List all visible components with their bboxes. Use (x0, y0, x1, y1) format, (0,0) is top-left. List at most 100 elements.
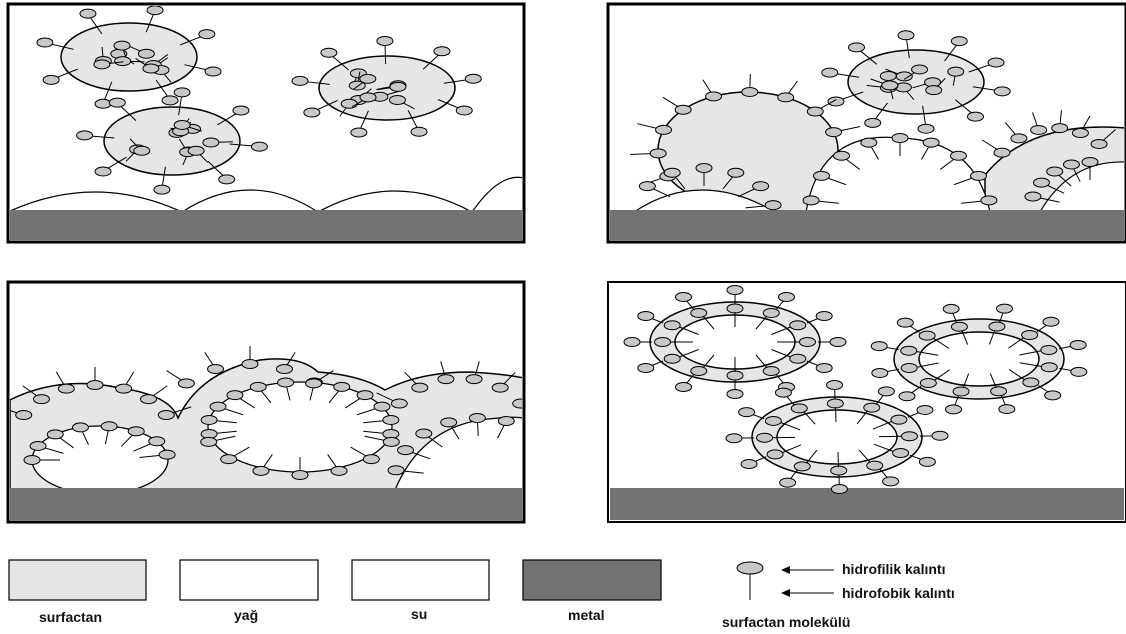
legend-swatch-water (351, 559, 490, 601)
panel-2-oil-droplets (632, 136, 1124, 213)
surfactant-tail (972, 86, 997, 91)
surfactant-head (916, 404, 934, 415)
legend-label-metal: metal (568, 607, 605, 623)
surfactant-head (870, 341, 888, 352)
legend-label-surfactant-molecule: surfactan molekülü (722, 614, 851, 630)
surfactant-head (863, 402, 881, 413)
surfactant-head (46, 429, 64, 440)
micelle-oil-core (776, 409, 898, 465)
surfactant-head (799, 337, 816, 347)
surfactant-head (789, 320, 807, 331)
surfactant-head (1042, 316, 1060, 327)
surfactant-tail (217, 113, 237, 126)
surfactant-head (220, 454, 238, 465)
legend-swatch-metal (522, 559, 662, 601)
surfactant-head (23, 455, 41, 465)
surfactant-tail (961, 329, 969, 345)
surfactant-head (93, 59, 111, 70)
surfactant-head (789, 353, 807, 364)
surfactant-tail (120, 106, 137, 121)
surfactant-tail (305, 81, 330, 85)
surfactant-head (806, 106, 824, 117)
surfactant-head (303, 107, 321, 118)
panel-4-frame (607, 281, 1126, 523)
surfactant-tail (933, 369, 950, 381)
surfactant-head (762, 366, 780, 377)
surfactant-head (218, 174, 236, 185)
legend-label-surfactant: surfactan (39, 609, 103, 625)
surfactant-micelle (36, 6, 222, 109)
panel-4-metal (610, 488, 1124, 520)
surfactant-head (762, 307, 780, 318)
surfactant-head (1010, 133, 1028, 144)
surfactant-head (882, 476, 900, 487)
surfactant-head (241, 359, 259, 369)
surfactant-head (638, 181, 656, 192)
surfactant-head (1040, 362, 1058, 373)
surfactant-head (674, 104, 692, 115)
surfactant-head (727, 167, 745, 178)
surfactant-head (362, 454, 380, 465)
surfactant-head (821, 67, 839, 78)
surfactant-head (995, 303, 1013, 314)
surfactant-tail (360, 110, 369, 129)
surfactant-head (925, 85, 943, 96)
surfactant-head (333, 381, 351, 392)
surfactant-head (200, 414, 218, 425)
surfactant-head (252, 465, 270, 476)
surfactant-head (726, 389, 744, 399)
surfactant-head (440, 417, 458, 428)
surfactant-head (988, 321, 1006, 332)
surfactant-head (900, 431, 918, 442)
surfactant-head (1030, 125, 1048, 136)
surfactant-head (766, 449, 784, 460)
surfactant-head (998, 404, 1016, 415)
surfactant-tail (1019, 362, 1042, 367)
surfactant-head (725, 433, 743, 444)
surfactant-tail (180, 36, 202, 46)
surfactant-tail (679, 349, 699, 358)
surfactant-head (830, 465, 848, 476)
surfactant-head (376, 36, 394, 47)
surfactant-head (826, 380, 844, 391)
surfactant-head (663, 353, 681, 364)
surfactant-head (305, 378, 323, 389)
surfactant-tail (916, 351, 939, 356)
surfactant-head (207, 364, 225, 375)
surfactant-head (232, 105, 250, 116)
surfactant-tail (229, 143, 254, 147)
surfactant-head (637, 311, 655, 321)
surfactant-head (226, 390, 244, 401)
surfactant-head (917, 123, 935, 134)
surfactant-head (249, 381, 267, 392)
surfactant-tail (875, 102, 888, 119)
surfactant-head (1070, 366, 1088, 377)
surfactant-tail (679, 326, 699, 335)
surfactant-head (911, 64, 929, 75)
surfactant-head (464, 73, 482, 84)
surfactant-head (675, 291, 692, 302)
surfactant-head (793, 461, 811, 472)
legend-hydrophobic-arrow-icon (781, 589, 834, 597)
surfactant-head (359, 73, 377, 84)
surfactant-head (752, 181, 770, 192)
surfactant-tail (803, 411, 816, 425)
surfactant-head (993, 86, 1011, 97)
surfactant-head (76, 130, 94, 141)
surfactant-head (1044, 390, 1062, 401)
surfactant-head (1040, 344, 1058, 355)
surfactant-tail (90, 135, 115, 139)
surfactant-tail (856, 410, 869, 425)
surfactant-head (827, 96, 845, 107)
surfactant-tail (860, 50, 878, 65)
surfactant-tail (184, 64, 208, 71)
surfactant-tail (104, 81, 113, 100)
legend (8, 559, 834, 601)
legend-hydrophilic-arrow-icon (781, 566, 834, 574)
panel-1-metal (10, 210, 522, 240)
surfactant-tail (906, 40, 910, 59)
surfactant-head (623, 337, 641, 347)
surfactant-head (1024, 191, 1042, 202)
surfactant-tail (56, 68, 78, 78)
surfactant-head (142, 63, 160, 74)
